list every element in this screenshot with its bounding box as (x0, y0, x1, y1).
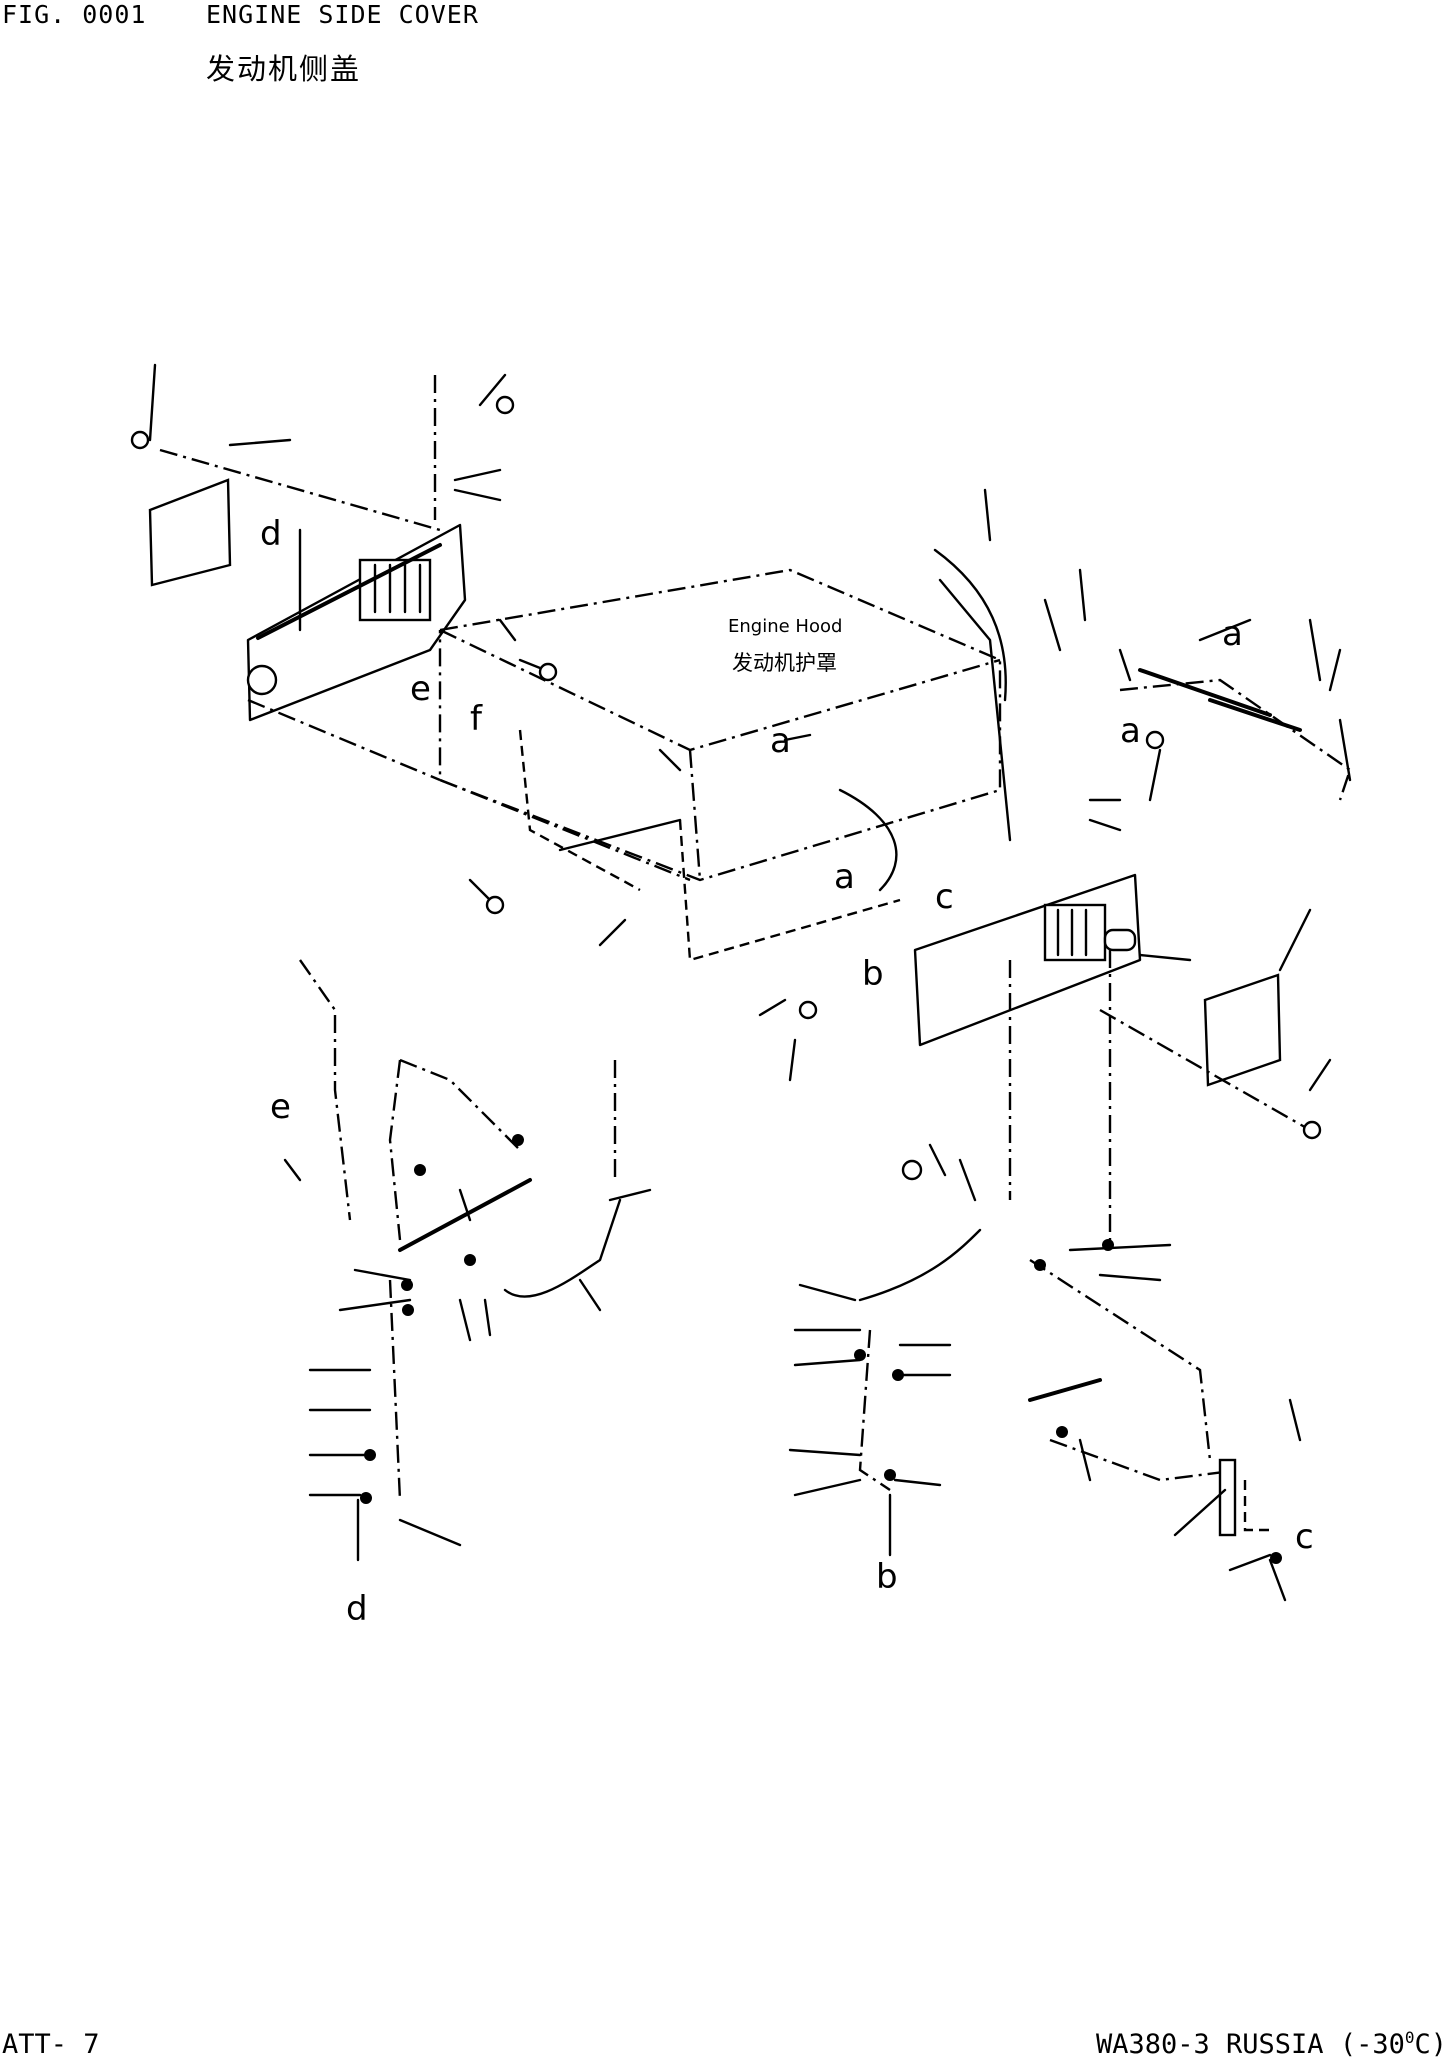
lower-right-linkage (788, 950, 1302, 1602)
center-hood-bracket (518, 729, 901, 962)
callout-e-upper: e (410, 669, 431, 709)
model-reference: WA380-3 RUSSIA (-300C) (1096, 2029, 1447, 2060)
engine-hood-outline (438, 548, 1012, 882)
figure-title-chinese: 发动机侧盖 (206, 52, 362, 86)
callout-a-right: a (1120, 711, 1141, 751)
callout-e-lower: e (270, 1087, 291, 1127)
model-reference-prefix: WA380-3 RUSSIA (-30 (1095, 2029, 1405, 2060)
callout-c-upper: c (935, 877, 954, 917)
callout-a-center: a (770, 721, 791, 761)
callout-a-center-lower: a (834, 857, 855, 897)
callout-c-lower: c (1295, 1517, 1314, 1557)
left-side-cover (148, 478, 467, 722)
right-side-cover (913, 873, 1282, 1087)
fastener-bolts (453, 373, 1165, 1082)
engine-hood-label-cn: 发动机护罩 (732, 651, 837, 675)
lower-left-linkage (283, 959, 652, 1547)
model-reference-degree: 0 (1404, 2028, 1415, 2047)
figure-title-english: ENGINE SIDE COVER (206, 0, 479, 29)
callout-d-lower: d (346, 1589, 368, 1629)
callout-b-lower: b (876, 1557, 898, 1597)
hood-hinge-assembly (1119, 618, 1352, 801)
callout-a-right-top: a (1222, 614, 1243, 654)
figure-number: FIG. 0001 (2, 0, 147, 29)
page-reference: ATT- 7 (2, 2029, 100, 2060)
callout-d-upper: d (260, 514, 282, 554)
callout-f: f (470, 699, 483, 739)
engine-hood-label-en: Engine Hood (728, 616, 842, 637)
model-reference-suffix: C) (1414, 2029, 1447, 2060)
callout-b-upper: b (862, 954, 884, 994)
